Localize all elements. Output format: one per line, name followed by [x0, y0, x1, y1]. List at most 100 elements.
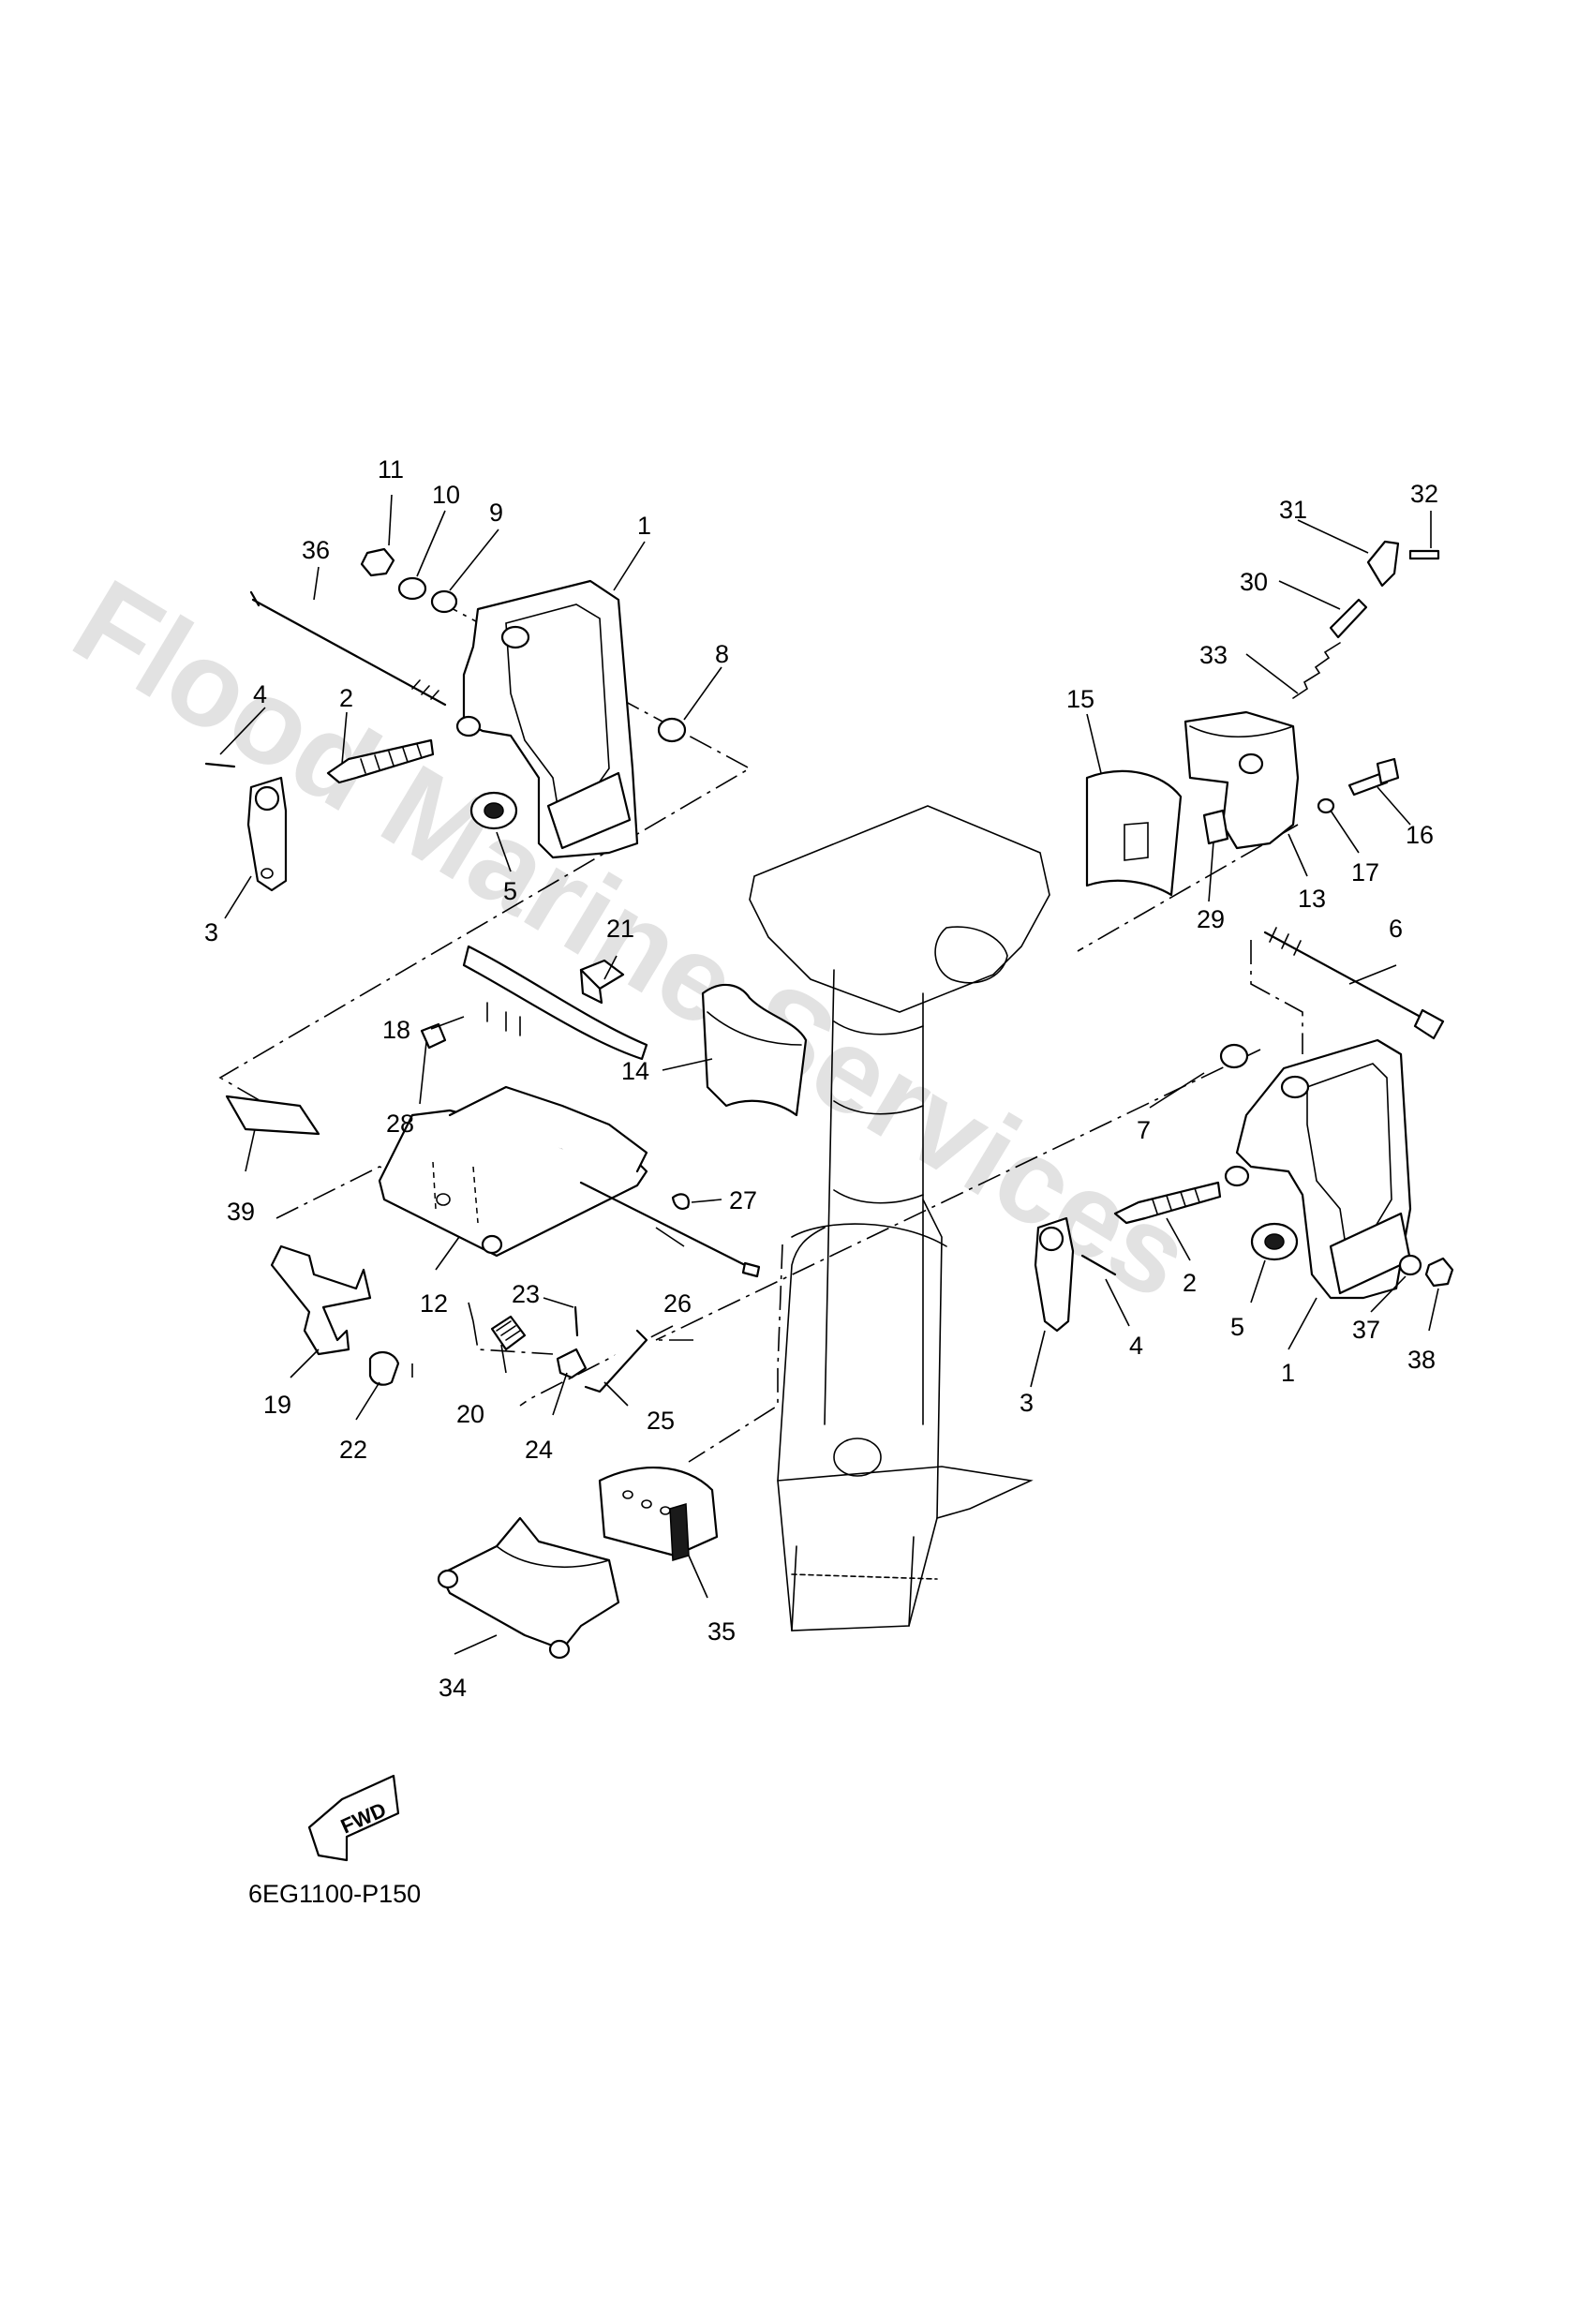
lower-mount-34-pin-left — [437, 1569, 459, 1589]
washer-7 — [1219, 1043, 1249, 1069]
tilt-stop-18-teeth — [486, 1002, 521, 1036]
callout-1-left: 1 — [637, 512, 651, 540]
leader-34 — [454, 1634, 498, 1655]
callout-28: 28 — [386, 1110, 414, 1138]
leader-23 — [543, 1297, 574, 1308]
callout-32: 32 — [1410, 480, 1438, 508]
diagram-code: 6EG1100-P150 — [248, 1880, 421, 1908]
leader-18 — [430, 1016, 465, 1030]
holder-35-hole-2 — [641, 1499, 652, 1509]
callout-34: 34 — [439, 1674, 467, 1702]
fwd-indicator: FWD — [307, 1774, 400, 1862]
leader-5-left — [496, 831, 512, 872]
bolt-16-head — [1376, 757, 1400, 785]
washer-37 — [1398, 1254, 1422, 1276]
leader-4-right — [1105, 1278, 1130, 1327]
right-bracket-assembly — [1034, 927, 1454, 1333]
clamp-screw-2-right — [1113, 1181, 1222, 1225]
leader-17 — [1330, 810, 1360, 854]
spring-chain-line — [472, 1320, 554, 1355]
through-bolt-36-head — [249, 590, 261, 607]
bracket-base-chain-line — [519, 1325, 674, 1407]
casing-rings — [833, 1020, 924, 1204]
leader-37 — [1370, 1275, 1407, 1313]
clamp-bracket-1-left-hole — [500, 625, 530, 649]
callout-31: 31 — [1279, 496, 1307, 524]
screw-32 — [1408, 549, 1440, 560]
link-24 — [556, 1348, 588, 1379]
tilt-bracket-12-small-hole — [436, 1193, 451, 1206]
leader-1-left — [613, 541, 646, 591]
callout-8: 8 — [715, 640, 729, 668]
leader-10 — [416, 510, 446, 577]
leader-33 — [1245, 653, 1299, 694]
holder-35-slot — [669, 1503, 690, 1561]
clamp-handle-3-left-eye — [254, 785, 280, 812]
pin-4-right — [1080, 1254, 1117, 1276]
leader-25 — [603, 1381, 629, 1407]
leader-38 — [1428, 1288, 1439, 1332]
lower-mount-34 — [439, 1516, 620, 1651]
rod-25 — [584, 1329, 648, 1393]
callout-10: 10 — [432, 481, 460, 509]
spring-20-coils — [496, 1320, 521, 1341]
pin-4-left — [204, 762, 236, 768]
washer-17 — [1317, 797, 1335, 814]
holder-35-hole-3 — [660, 1506, 671, 1515]
nut-38 — [1424, 1257, 1454, 1288]
callout-16: 16 — [1406, 821, 1434, 849]
callout-39: 39 — [227, 1198, 255, 1226]
callout-29: 29 — [1197, 905, 1225, 933]
right-bracket-chain-line — [655, 1049, 1261, 1341]
callout-12: 12 — [420, 1289, 448, 1318]
through-bolt-6-head — [1413, 1008, 1445, 1040]
clamp-screw-2-left — [326, 738, 435, 784]
callout-20: 20 — [456, 1400, 484, 1428]
lower-parts — [437, 1467, 719, 1660]
callout-25: 25 — [647, 1407, 675, 1435]
fwd-arrow-icon — [307, 1774, 400, 1862]
leader-15 — [1086, 713, 1102, 774]
callout-1-right: 1 — [1281, 1359, 1295, 1387]
plunger-30 — [1329, 598, 1368, 639]
callout-7: 7 — [1137, 1116, 1151, 1144]
callout-3-left: 3 — [204, 918, 218, 946]
left-bracket-assembly — [204, 547, 687, 892]
callout-19: 19 — [263, 1391, 291, 1419]
callout-24: 24 — [525, 1436, 553, 1464]
swivel-assembly — [1085, 540, 1440, 897]
callout-17: 17 — [1351, 858, 1379, 886]
swivel-clamp-13 — [1184, 710, 1300, 850]
callout-33: 33 — [1199, 641, 1228, 669]
casing-tube — [824, 969, 924, 1425]
shaft-26 — [579, 1181, 756, 1272]
right-clamp-chain-line — [1077, 824, 1299, 952]
clamp-handle-3-left-hole — [261, 868, 274, 879]
leader-19 — [290, 1348, 320, 1378]
nut-11 — [360, 547, 395, 577]
callout-37: 37 — [1352, 1316, 1380, 1344]
washer-8 — [657, 717, 687, 743]
clamp-screw-2-right-thread — [1152, 1187, 1200, 1214]
leader-7 — [1149, 1072, 1205, 1109]
clip-27 — [671, 1193, 690, 1210]
pin-23 — [573, 1305, 579, 1337]
callout-27: 27 — [729, 1186, 757, 1214]
leader-lines — [219, 494, 1439, 1655]
lever-parts — [270, 1244, 648, 1393]
bushing-15 — [1085, 769, 1183, 897]
casing-lower-shell — [777, 1199, 943, 1631]
leader-8 — [683, 666, 722, 721]
clamp-bracket-1-right-pivot — [1224, 1165, 1250, 1187]
callout-14: 14 — [621, 1057, 649, 1085]
spring-33 — [1292, 642, 1341, 699]
leader-13 — [1288, 833, 1308, 877]
small-chain-line — [468, 1302, 474, 1322]
through-bolt-36-thread — [411, 679, 439, 700]
callout-5-left: 5 — [503, 877, 517, 905]
lower-mount-34-curve — [496, 1545, 610, 1569]
leader-27 — [691, 1199, 722, 1203]
casing-dashed-line — [791, 1573, 938, 1580]
callout-4-left: 4 — [253, 680, 267, 708]
casing-lower-ring — [791, 1223, 947, 1247]
